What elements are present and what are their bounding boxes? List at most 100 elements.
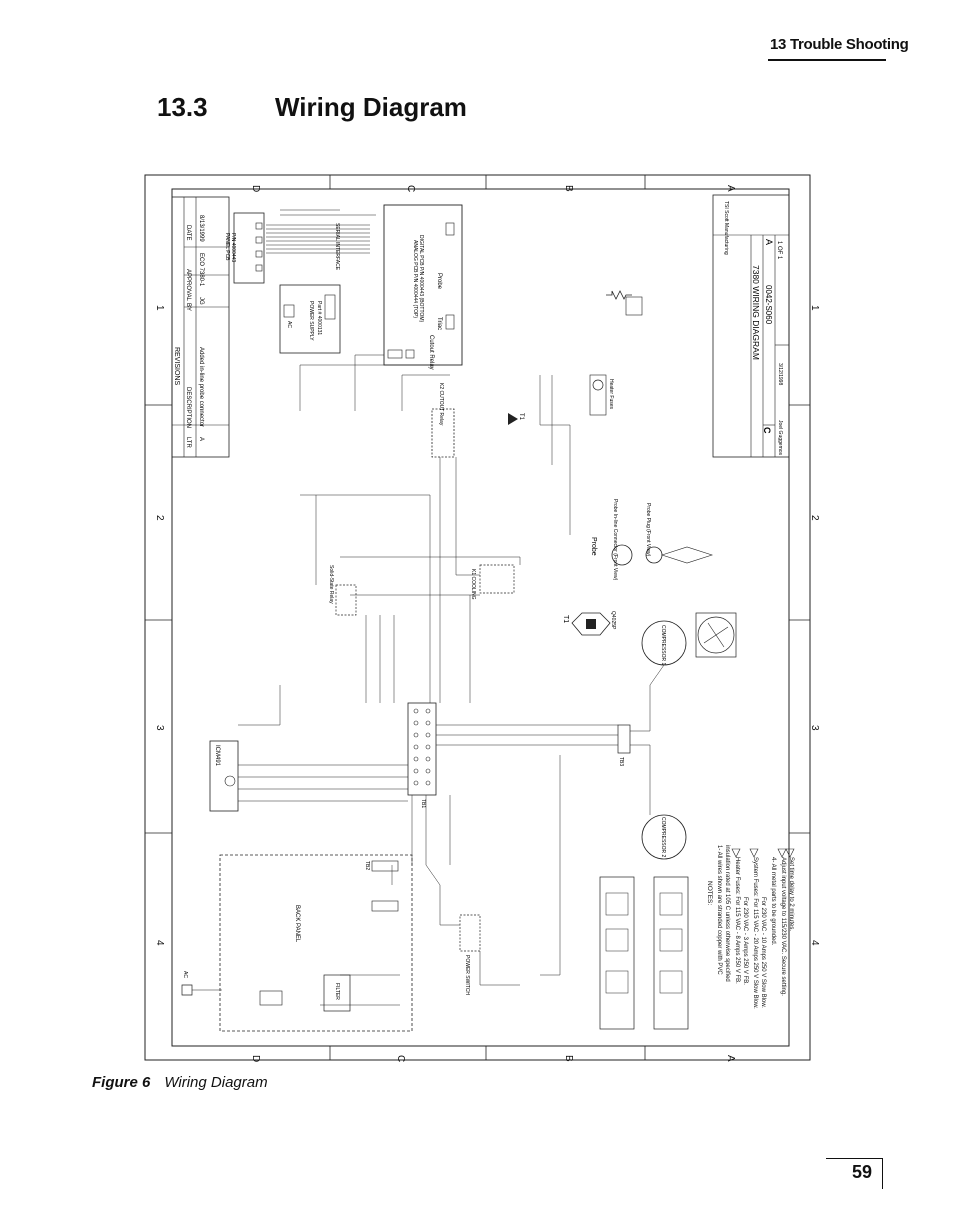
chapter-title: 13 Trouble Shooting [770,36,909,53]
power-switch-label: POWER SWITCH [464,955,470,995]
wiring-diagram: D C B A D C B A 1 2 3 4 1 2 3 4 [144,174,820,1062]
zone-number: 2 [154,515,165,521]
note-line: 4- All metal parts to be grounded. [770,857,776,946]
note-line: For 230 VAC - 3 Amps 250 V FB. [742,897,748,985]
fan [695,612,737,658]
tb2-label: TB2 [364,861,370,870]
icm491: ICM491 [209,740,239,812]
title-date: 3/12/1998 [777,363,783,385]
compressor-2-label: COMPRESSOR 2 [660,817,666,858]
ac-label: AC [286,321,292,328]
revisions-title: REVISIONS [173,347,180,385]
k1-cooling-relay: K1 COOLING [470,564,515,600]
solid-state-relay: Solid-State Relay [328,565,357,616]
notes-block: NOTES: 1- All wires shown are stranded c… [706,845,794,1009]
back-panel-label: BACK PANEL [294,905,300,943]
zone-letter: D [250,1055,261,1062]
drawing-border-outer [144,174,811,1061]
panel-pcb: PANEL PCB P/N 4000443 [224,212,265,284]
t1-q4025p: T1 Q4025P [562,611,616,636]
compressor-1-label: COMPRESSOR 1 [660,625,666,666]
note-line: 1- All wires shown are stranded copper w… [716,845,722,975]
icm491-label: ICM491 [214,745,220,767]
note-line: insulation rated at 105 C unless otherwi… [724,845,730,982]
probe-input-label: Probe [436,273,442,290]
ac-plug: AC [181,971,222,996]
chapter-header [768,33,886,61]
zone-letter: A [725,185,736,192]
page-number: 59 [852,1162,873,1182]
cutout-relay-pcb-label: Cutout Relay [428,335,434,370]
power-switch: POWER SWITCH [459,914,481,995]
t1-triac-label: T1 [518,413,524,421]
revisions-header-approval: APPROVAL [185,269,191,302]
note-line: Set time delay to 2 minutes. [788,857,794,931]
note-line: System Fuses: For 115 VAC - 20 Amps 250 … [752,857,758,1009]
figure-label: Figure 6 [92,1074,151,1091]
probe-inline-label: Probe In-line Connector (Front View) [612,499,618,581]
title-company: TSI Scott Manufacturing [723,201,729,255]
zone-letter: A [725,1055,736,1062]
notes-title: NOTES: [706,881,713,905]
title-block: TSI Scott Manufacturing 7380 WIRING DIAG… [712,194,790,458]
zone-ticks [145,175,810,1060]
revisions-row-approval: ECO 7380-1 [198,253,204,287]
zone-letter: B [563,185,574,192]
drawing-border-inner [171,188,790,1047]
panel-pcb-pn: P/N 4000443 [230,233,236,262]
note-warning-icons [731,848,795,858]
power-supply: POWER SUPPLY Part # 4000131 AC [279,284,341,354]
note-line: For 230 VAC - 10 Amps 250 V Slow Blow. [760,897,766,1008]
zone-number: 4 [154,940,165,946]
triac-input-label: Triac [436,317,442,330]
wire-runs [238,354,665,1006]
revisions-table: REVISIONS LTR DESCRIPTION BY APPROVAL DA… [171,196,230,458]
triac-t1: T1 [508,413,524,425]
revisions-header-date: DATE [185,225,191,241]
zone-letters-bottom: D C B A [250,1055,736,1062]
note-line: Adjust input voltage to 115/230 VAC. Sec… [780,857,786,996]
t1-label: T1 [562,615,569,623]
zone-letter: B [563,1055,574,1062]
back-panel: BACK PANEL FILTER TB2 [219,854,413,1032]
serial-interface-label: SERIAL INTERFACE [334,223,340,271]
title-rev: A [764,239,774,245]
tb1-terminal-block: TB1 [407,702,437,808]
panel-pcb-label: PANEL PCB [224,233,230,261]
digital-pcb-label: DIGITAL PCB P/N 4000443 (BOTTOM) [418,235,424,322]
analog-pcb-label: ANALOG PCB P/N 4000444 (TOP) [412,240,418,318]
tb3-terminal-block: TB3 [617,724,631,766]
revisions-row-date: 8/13/1999 [198,215,204,242]
ssr-label: Solid-State Relay [328,565,334,604]
zone-number: 1 [809,305,820,311]
title-drawing-title: 7380 WIRING DIAGRAM [751,265,761,360]
section-number: 13.3 [157,92,208,122]
k2-cutout-relay: K2 CUTOUT Relay [431,383,455,458]
heater-element [606,290,643,316]
zone-numbers: 1 2 3 4 1 2 3 4 [154,305,820,946]
probe-plug-label: Probe Plug (Front View) [645,503,651,557]
power-supply-pn: Part # 4000131 [316,301,322,335]
zone-number: 3 [809,725,820,731]
zone-letter: C [395,1055,406,1062]
revisions-row-desc: Added in-line probe connector [198,347,204,427]
revisions-header-ltr: LTR [185,437,191,449]
zone-number: 3 [154,725,165,731]
fuse-holder-2 [653,876,689,1030]
k2-cutout-label: K2 CUTOUT Relay [438,383,444,426]
analog-digital-pcb: ANALOG PCB P/N 4000444 (TOP) DIGITAL PCB… [383,204,463,370]
zone-letter: D [250,185,261,192]
compressor-1: COMPRESSOR 1 [641,620,687,666]
tb3-label: TB3 [618,757,624,766]
zone-number: 1 [154,305,165,311]
probe-connector: Probe Probe In-line Connector (Front Vie… [590,499,713,581]
q4025p-label: Q4025P [610,611,616,630]
compressor-2: COMPRESSOR 2 [641,814,687,860]
page-number-box [826,1158,883,1189]
probe-label: Probe [590,537,597,556]
title-size: C [762,427,772,434]
title-drawn-by: Joel Guggemos [777,420,783,456]
filter-label: FILTER [334,983,340,1000]
note-line: Heater Fuses: For 115 VAC - 8 Amps 250 V… [734,857,740,984]
